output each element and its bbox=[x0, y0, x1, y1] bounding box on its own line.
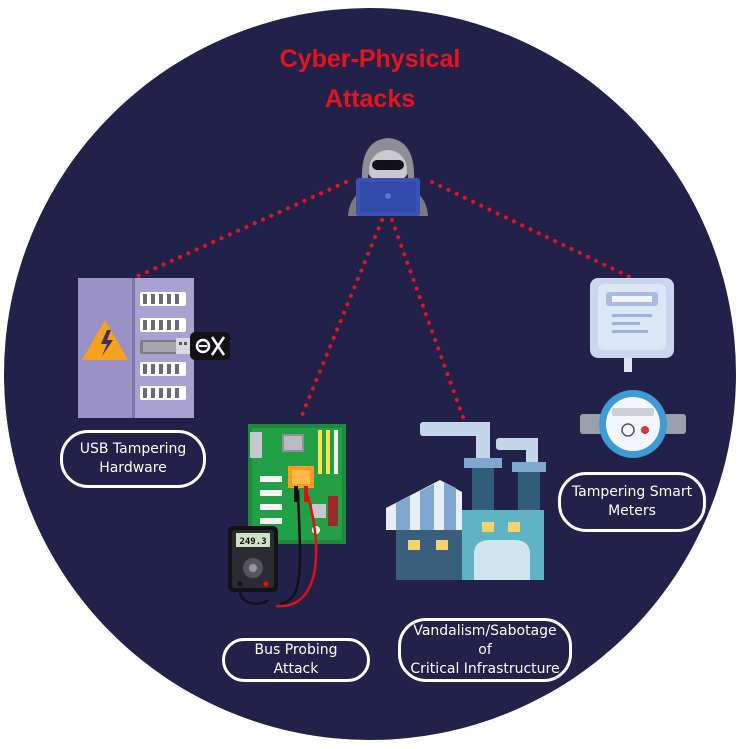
label-tampering-smart-meters-line-1: Tampering Smart bbox=[571, 484, 693, 500]
connectors bbox=[136, 180, 634, 422]
usb-drive-icon bbox=[176, 332, 230, 360]
connector-bus bbox=[298, 218, 384, 422]
label-usb-tampering-line-2: Hardware bbox=[99, 460, 167, 476]
connector-meters bbox=[430, 180, 634, 280]
label-vandalism-sabotage: Vandalism/Sabotage of Critical Infrastru… bbox=[398, 618, 572, 682]
label-vandalism-sabotage-line-2: Critical Infrastructure bbox=[410, 660, 560, 677]
label-tampering-smart-meters: Tampering Smart Meters bbox=[558, 472, 706, 532]
label-tampering-smart-meters-line-2: Meters bbox=[608, 503, 656, 519]
label-vandalism-sabotage-line-1: Vandalism/Sabotage of bbox=[413, 622, 557, 658]
connector-usb bbox=[136, 180, 348, 278]
hacker-icon bbox=[348, 138, 428, 216]
label-bus-probing-attack-text: Bus Probing Attack bbox=[254, 642, 338, 677]
label-usb-tampering: USB Tampering Hardware bbox=[60, 430, 206, 488]
multimeter-icon: 249.3 bbox=[228, 486, 318, 608]
water-meter-icon bbox=[580, 390, 686, 458]
electrical-panel-icon bbox=[78, 278, 194, 418]
diagram-title-line-1: Cyber-Physical bbox=[279, 45, 461, 73]
label-bus-probing-attack: Bus Probing Attack bbox=[222, 638, 370, 682]
background-circle bbox=[4, 8, 736, 740]
diagram-title-line-2: Attacks bbox=[324, 85, 416, 113]
multimeter-reading: 249.3 bbox=[239, 537, 266, 547]
connector-vandalism bbox=[390, 218, 466, 422]
electric-meter-icon bbox=[590, 278, 674, 372]
motherboard-icon bbox=[248, 424, 346, 544]
label-usb-tampering-line-1: USB Tampering bbox=[79, 441, 187, 457]
factory-icon bbox=[386, 422, 546, 580]
